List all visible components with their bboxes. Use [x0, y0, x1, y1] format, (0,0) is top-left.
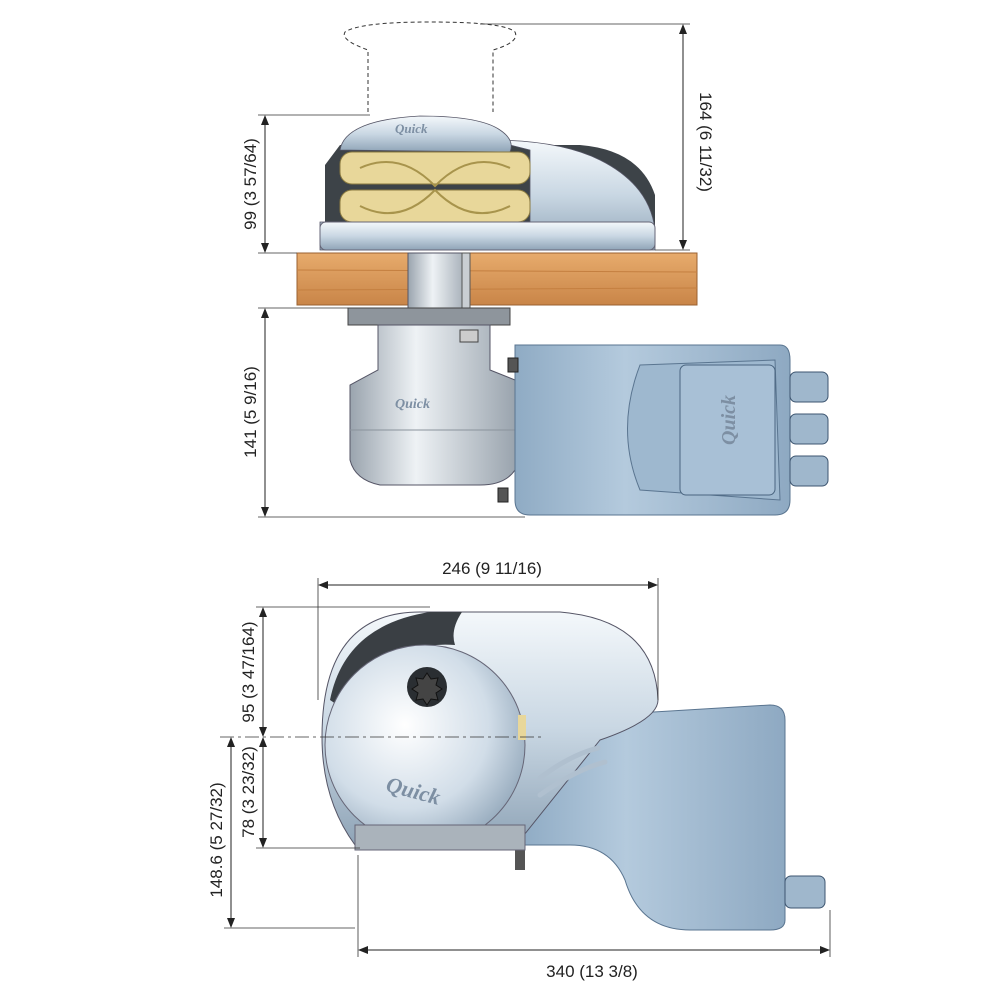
- gypsy-outline-dashed: [343, 21, 517, 112]
- deck-plank: [296, 252, 698, 306]
- bolts: [497, 357, 519, 503]
- dim-below-deck: 141 (5 9/16): [241, 366, 260, 458]
- dim-axis-to-rear: 78 (3 23/32): [239, 746, 258, 838]
- shaft: [407, 252, 471, 310]
- quick-logo-gearbox: Quick: [395, 397, 430, 412]
- quick-logo-motor: Quick: [718, 395, 740, 445]
- gypsy-pockets: [359, 161, 511, 215]
- gearbox: [349, 324, 516, 486]
- cable-glands: [789, 371, 829, 487]
- dim-overall-height: 164 (6 11/32): [696, 92, 715, 192]
- cap-top: [339, 115, 512, 153]
- dim-front-to-axis: 95 (3 47/164): [239, 621, 258, 722]
- dim-overall-length: 340 (13 3/8): [546, 962, 638, 981]
- dim-above-deck: 99 (3 57/64): [241, 138, 260, 230]
- flange: [347, 307, 511, 326]
- stripper-arm: [330, 612, 462, 710]
- spline-icon: [411, 672, 443, 706]
- gypsy-upper: [339, 151, 531, 185]
- top-view-dimensions: 246 (9 11/16) 95 (3 47/164) 78 (3 23/32)…: [207, 559, 831, 981]
- cable-gland-top: [784, 875, 826, 909]
- motor-top: [519, 704, 786, 931]
- side-view: Quick Quick Quick: [296, 21, 829, 516]
- side-view-dimensions: 164 (6 11/32) 99 (3 57/64) 141 (5 9/16): [241, 23, 715, 518]
- gypsy-lower: [339, 189, 531, 223]
- dim-axis-to-motor-end: 148.6 (5 27/32): [207, 782, 226, 897]
- top-view: Quick: [321, 611, 826, 931]
- dim-housing-length: 246 (9 11/16): [442, 559, 542, 578]
- base-plate: [319, 221, 656, 251]
- quick-logo-cap: Quick: [395, 121, 428, 136]
